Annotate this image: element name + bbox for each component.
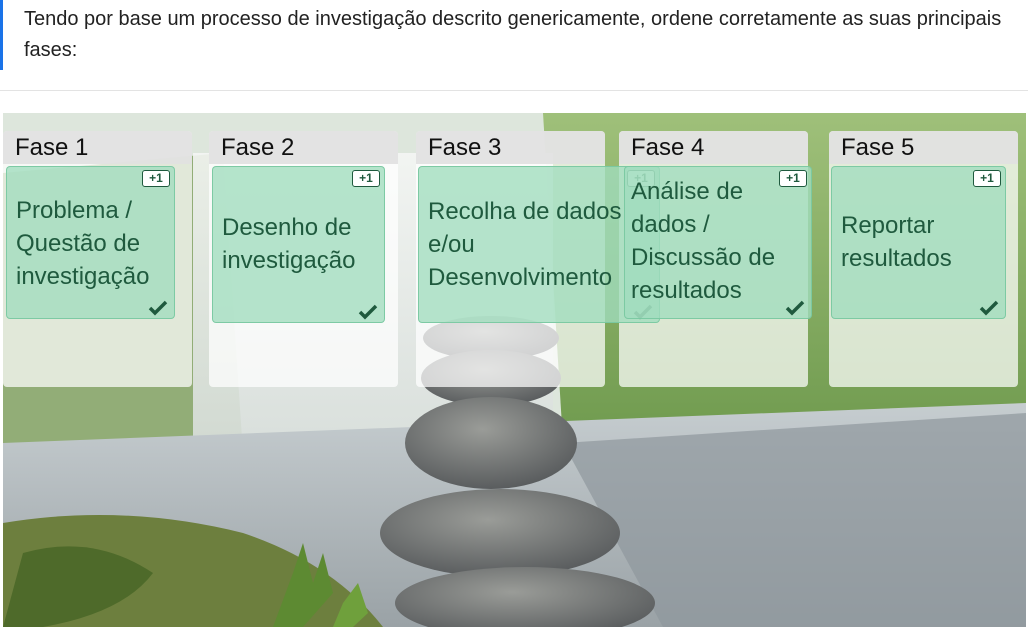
question-accent-bar — [0, 0, 3, 70]
card-label: Problema / Questão de investigação — [16, 197, 150, 290]
drop-zone-title: Fase 3 — [428, 134, 502, 161]
score-badge: +1 — [973, 170, 1001, 187]
card-label: Reportar resultados — [841, 212, 952, 272]
score-badge: +1 — [142, 170, 170, 187]
check-icon — [148, 300, 168, 316]
check-icon — [785, 300, 805, 316]
drop-zone-title: Fase 4 — [631, 134, 705, 161]
drop-zone-title: Fase 2 — [221, 134, 295, 161]
question-panel: Tendo por base um processo de investigaç… — [0, 0, 1028, 91]
draggable-card-reportar[interactable]: Reportar resultados +1 — [831, 166, 1006, 319]
check-icon — [358, 304, 378, 320]
drop-zone-header — [416, 131, 605, 164]
question-text: Tendo por base um processo de investigaç… — [24, 8, 1002, 61]
card-label: Recolha de dados e/ou Desenvolvimento — [428, 198, 622, 291]
drop-zone-header — [829, 131, 1018, 164]
draggable-card-problema[interactable]: Problema / Questão de investigação +1 — [6, 166, 175, 319]
drop-zone-title: Fase 5 — [841, 134, 915, 161]
draggable-card-analise[interactable]: Análise de dados / Discussão de resultad… — [624, 166, 812, 319]
draggable-card-recolha[interactable]: Recolha de dados e/ou Desenvolvimento +1 — [418, 166, 660, 323]
card-label: Desenho de investigação — [222, 214, 356, 274]
drop-zone-header — [3, 131, 192, 164]
score-badge: +1 — [352, 170, 380, 187]
score-badge: +1 — [779, 170, 807, 187]
check-icon — [979, 300, 999, 316]
drop-zone-header — [619, 131, 808, 164]
card-label: Análise de dados / Discussão de resultad… — [631, 178, 776, 304]
draggable-card-desenho[interactable]: Desenho de investigação +1 — [212, 166, 385, 323]
drop-zone-header — [209, 131, 398, 164]
drop-zone-title: Fase 1 — [15, 134, 89, 161]
